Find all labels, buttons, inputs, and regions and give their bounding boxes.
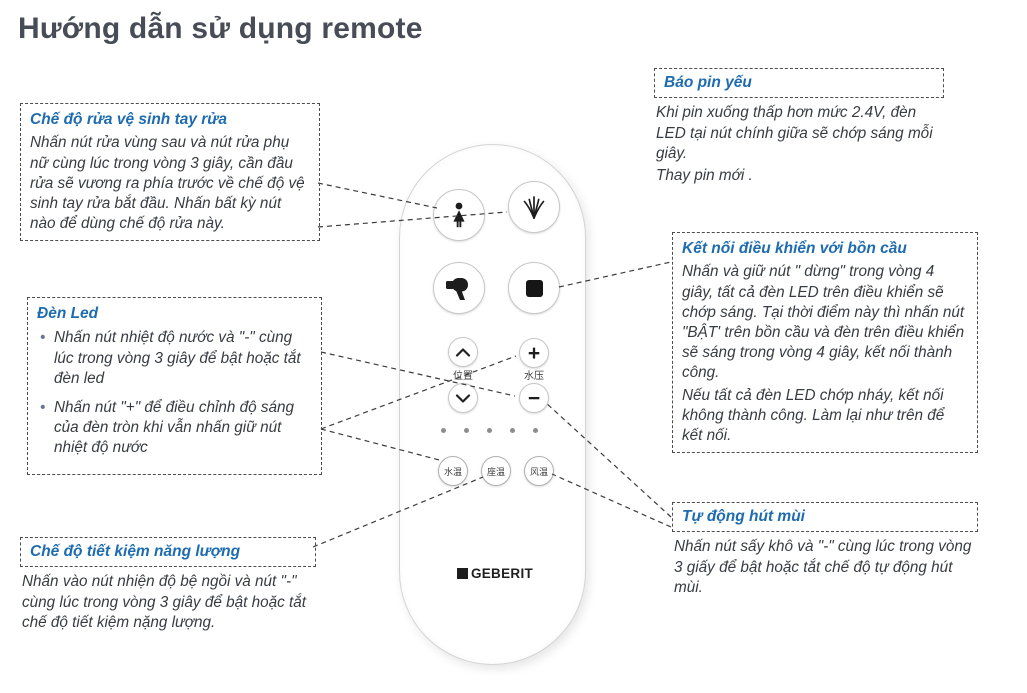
callout-pairing: Kết nối điều khiển với bồn cầu Nhấn và g… [672,232,978,454]
position-label: 位置 [453,371,473,382]
callout-low-battery: Báo pin yếu Khi pin xuống thấp hơn mức 2… [654,68,944,186]
geberit-logo-square-icon [456,568,468,579]
callout-led: Đèn Led Nhấn nút nhiệt độ nước và "-" cù… [27,297,322,475]
lady-wash-button [433,189,485,241]
lady-wash-icon [453,202,465,228]
led-dot [487,428,492,433]
callout-led-list: Nhấn nút nhiệt độ nước và "-" cùng lúc t… [37,328,312,458]
chevron-up-icon [455,347,471,357]
minus-icon: − [527,386,541,410]
dryer-icon [446,278,468,300]
led-dot [464,428,469,433]
dryer-button [433,262,485,314]
pressure-plus-button: + [519,338,549,368]
geberit-logo: GEBERIT [445,566,545,581]
callout-deodorize-title: Tự động hút mùi [672,502,978,533]
callout-pairing-body-1: Nhấn và giữ nút " dừng" trong vòng 4 giâ… [682,263,965,382]
callout-led-title: Đèn Led [37,305,99,322]
stop-button [508,262,560,314]
led-dot [510,428,515,433]
remote-control: 位置 + 水压 − 水温 座温 风温 GEBERIT [399,144,586,665]
callout-energy-save-title: Chế độ tiết kiệm năng lượng [20,537,316,568]
position-up-button [448,337,478,367]
callout-led-bullet-2: Nhấn nút "+" để điều chỉnh độ sáng của đ… [37,398,312,459]
callout-hand-wash: Chế độ rửa vệ sinh tay rửa Nhấn nút rửa … [20,103,320,242]
led-dot [533,428,538,433]
callout-deodorize: Tự động hút mùi Nhấn nút sấy khô và "-" … [672,502,978,598]
callout-low-battery-body: Khi pin xuống thấp hơn mức 2.4V, đèn LED… [656,104,933,185]
geberit-logo-text: GEBERIT [470,566,534,581]
callout-pairing-body-2: Nếu tất cả đèn LED chớp nháy, kết nối kh… [682,386,945,444]
led-dot [441,428,446,433]
pressure-minus-button: − [519,383,549,413]
water-pressure-label: 水压 [524,371,544,382]
water-temp-button: 水温 [438,456,468,486]
callout-low-battery-title: Báo pin yếu [654,68,944,99]
plus-icon: + [527,341,541,365]
spray-icon [523,196,545,219]
callout-pairing-title: Kết nối điều khiển với bồn cầu [682,240,907,257]
position-down-button [448,383,478,413]
air-temp-button: 风温 [524,456,554,486]
callout-energy-save: Chế độ tiết kiệm năng lượng Nhấn vào nút… [20,537,316,633]
callout-energy-save-body: Nhấn vào nút nhiện độ bệ ngồi và nút "-"… [22,573,307,631]
callout-deodorize-body: Nhấn nút sấy khô và "-" cùng lúc trong v… [674,538,972,596]
rear-wash-button [508,181,560,233]
seat-temp-button: 座温 [481,456,511,486]
chevron-down-icon [455,393,471,403]
page-title: Hướng dẫn sử dụng remote [18,12,423,45]
stop-icon [525,279,543,297]
callout-led-bullet-1: Nhấn nút nhiệt độ nước và "-" cùng lúc t… [37,328,312,389]
callout-hand-wash-title: Chế độ rửa vệ sinh tay rửa [30,111,227,128]
callout-hand-wash-body: Nhấn nút rửa vùng sau và nút rửa phụ nữ … [30,134,305,233]
